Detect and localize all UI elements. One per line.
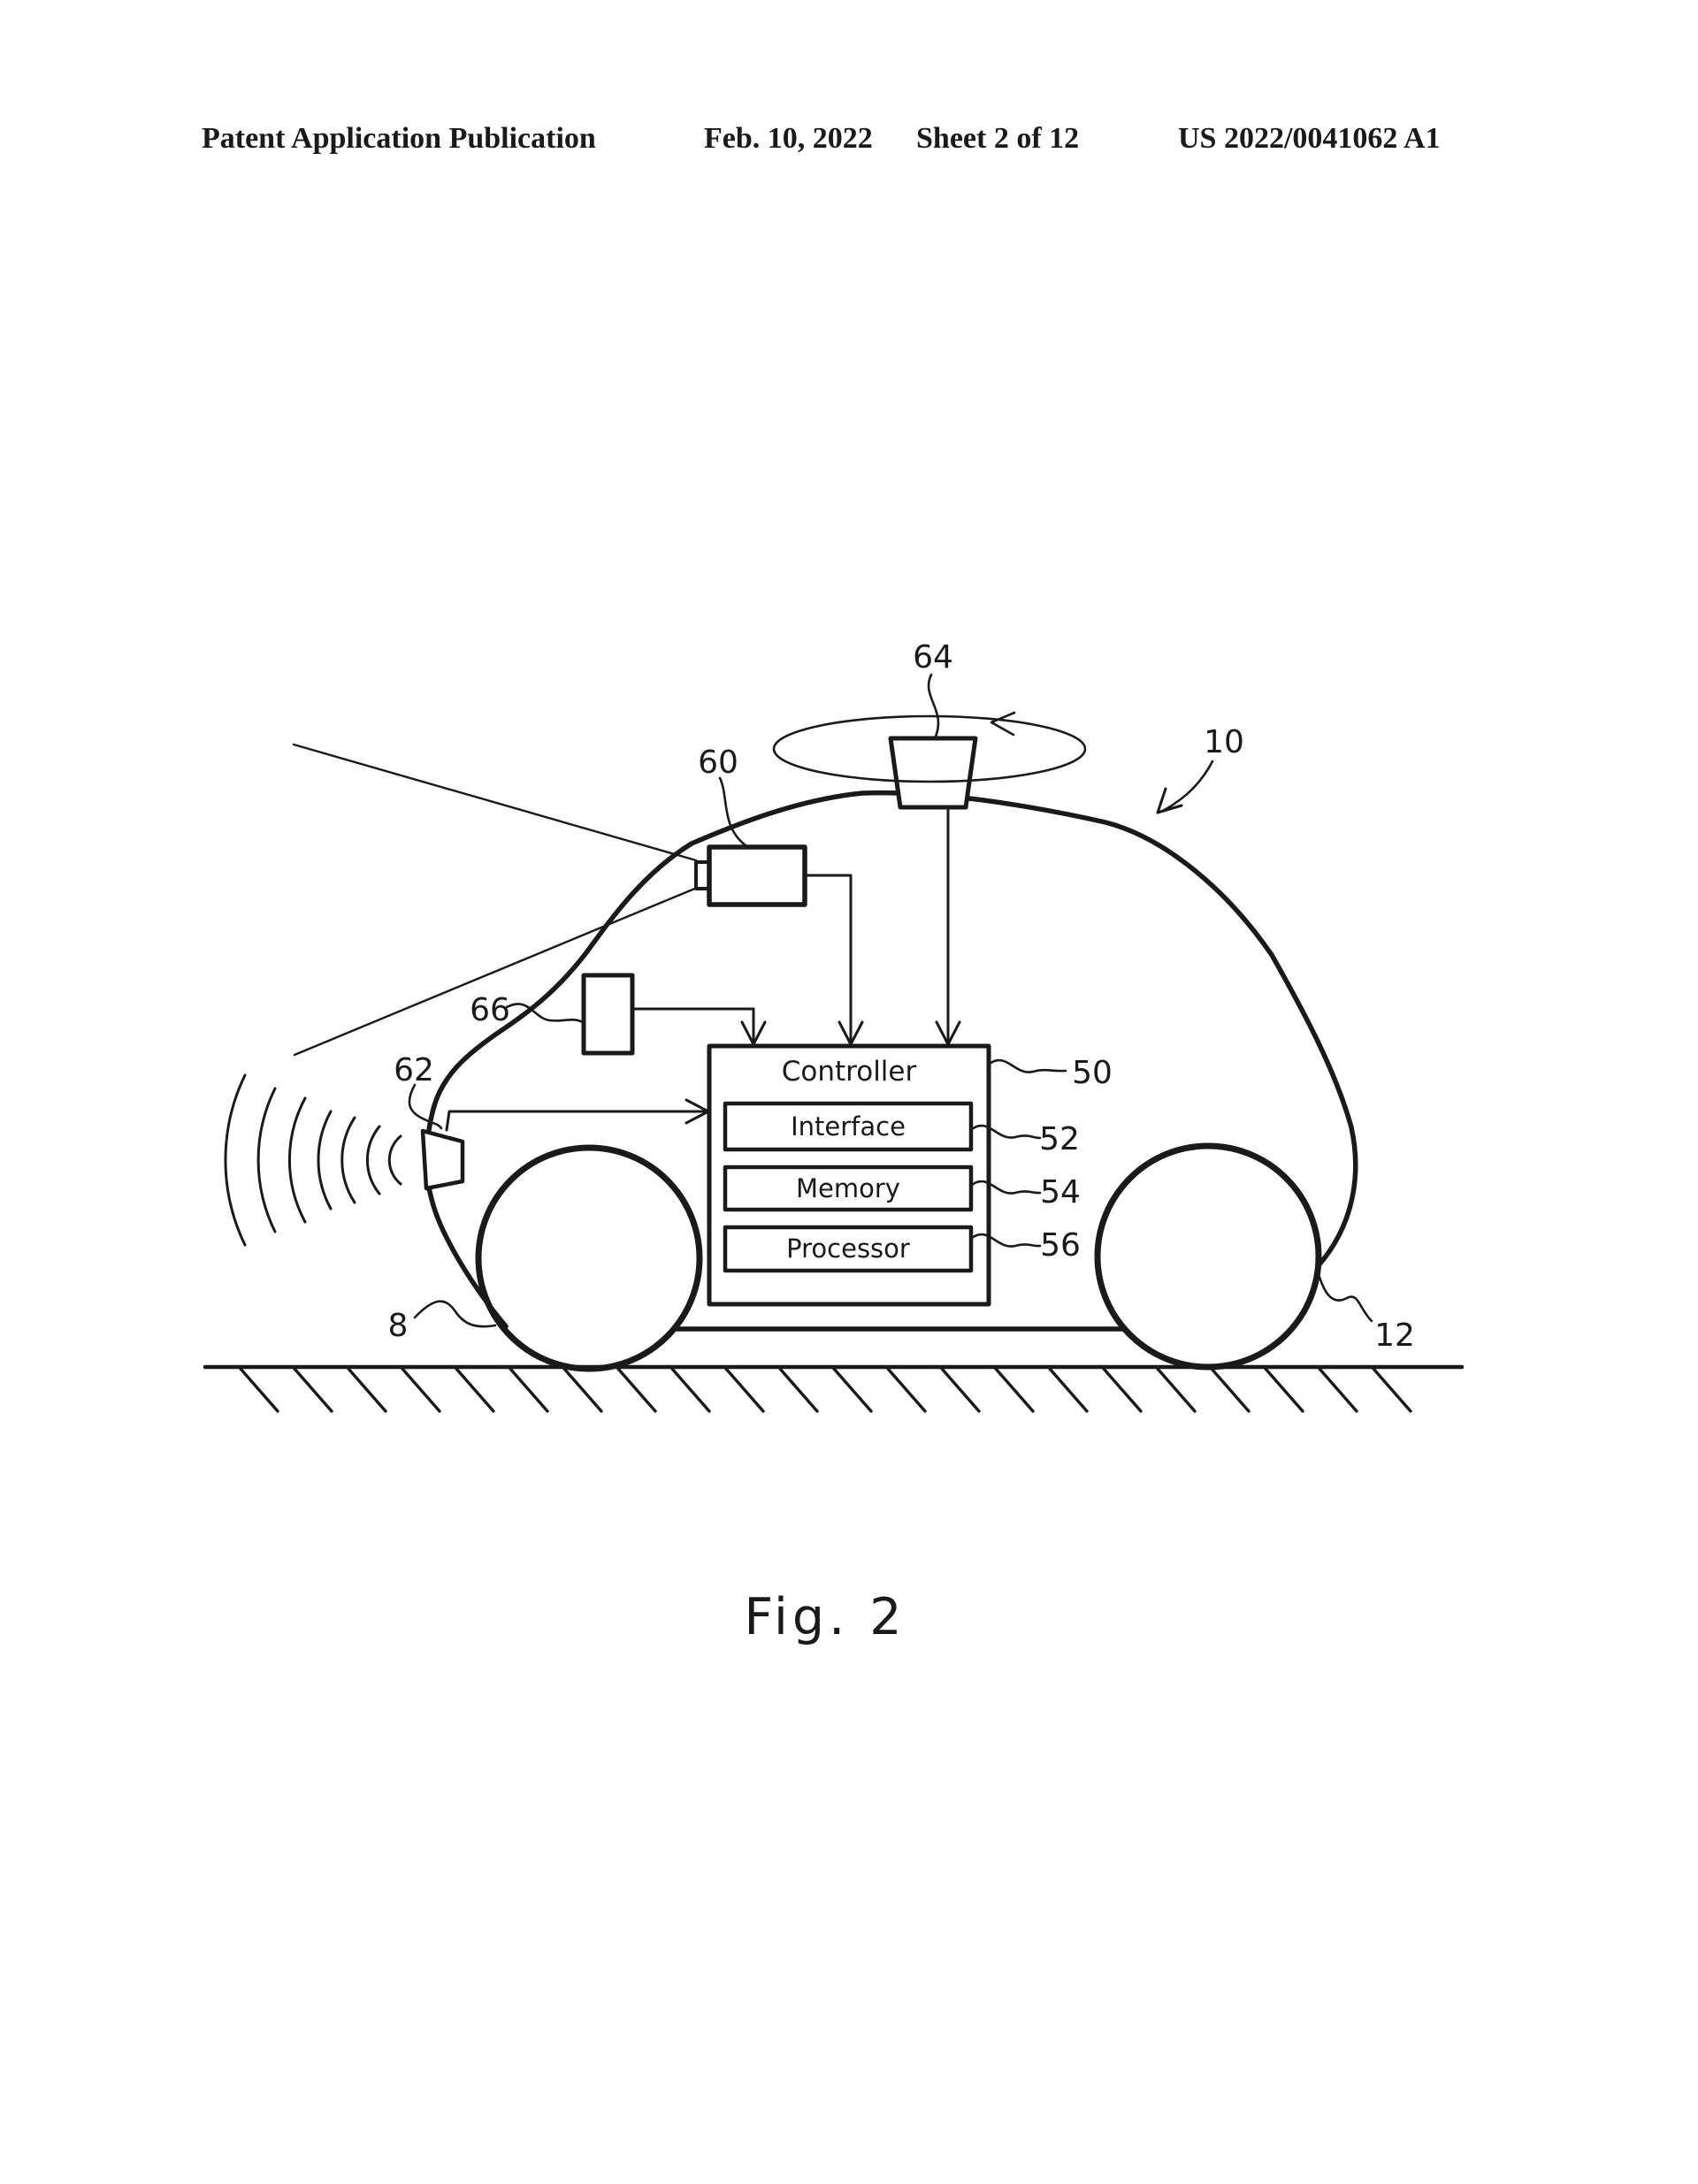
leader-62 xyxy=(408,1083,443,1130)
ground xyxy=(203,1364,1465,1413)
interface-label: Interface xyxy=(791,1111,906,1142)
signal-lines xyxy=(445,806,961,1132)
controller-block: Controller Interface Memory Processor xyxy=(707,1043,991,1307)
label-camera: 60 xyxy=(698,745,738,781)
hatch-stroke xyxy=(1156,1367,1197,1413)
fov-lower-line xyxy=(293,886,699,1057)
hatch-stroke xyxy=(1210,1367,1251,1413)
sound-wave-arcs xyxy=(224,1073,402,1247)
leader-lines xyxy=(408,673,1373,1328)
header-date: Feb. 10, 2022 xyxy=(704,122,873,155)
hatch-stroke xyxy=(724,1367,765,1413)
rotation-ellipse xyxy=(772,714,1087,783)
vehicle-pointer-arrowhead-icon xyxy=(1156,787,1183,814)
ultrasonic-line xyxy=(445,1110,706,1132)
header-sheet: Sheet 2 of 12 xyxy=(916,122,1080,155)
label-memory: 54 xyxy=(1040,1174,1081,1210)
figure-caption: Fig. 2 xyxy=(744,1588,906,1646)
interface-box xyxy=(723,1101,974,1152)
memory-box xyxy=(723,1165,974,1212)
hatch-stroke xyxy=(455,1367,495,1413)
label-front-sensor: 62 xyxy=(394,1052,434,1088)
label-interface: 52 xyxy=(1039,1121,1080,1157)
hatch-stroke xyxy=(940,1367,981,1413)
hatch-stroke xyxy=(347,1367,387,1413)
hatch-stroke xyxy=(1048,1367,1089,1413)
lidar-icon xyxy=(772,711,1087,810)
hatch-stroke xyxy=(1318,1367,1358,1413)
hatch-stroke xyxy=(994,1367,1035,1413)
leader-54 xyxy=(970,1180,1042,1195)
leader-8 xyxy=(413,1300,497,1328)
vehicle-pointer-line xyxy=(1161,760,1214,813)
controller-title: Controller xyxy=(782,1056,917,1088)
hatch-stroke xyxy=(832,1367,873,1413)
label-vehicle: 10 xyxy=(1204,724,1244,760)
hatch-stroke xyxy=(778,1367,819,1413)
arrowhead-icon xyxy=(838,1020,864,1046)
lidar-housing xyxy=(888,736,978,810)
hatch-stroke xyxy=(562,1367,603,1413)
memory-label: Memory xyxy=(796,1173,900,1203)
leader-56 xyxy=(970,1233,1042,1248)
camera-icon xyxy=(694,844,807,907)
arrowhead-icon xyxy=(685,1098,710,1125)
leader-66 xyxy=(505,1003,585,1024)
interior-sensor-line xyxy=(631,1007,755,1043)
ground-hatching xyxy=(239,1367,1412,1413)
camera-line xyxy=(803,874,853,1043)
fov-upper-line xyxy=(292,743,698,862)
label-body-front: 8 xyxy=(388,1308,409,1344)
leader-50 xyxy=(988,1058,1067,1073)
leader-60 xyxy=(718,776,747,847)
label-processor: 56 xyxy=(1040,1227,1081,1264)
camera-fov-lines xyxy=(292,743,699,1057)
reference-numerals: 64 10 60 66 62 8 12 50 52 54 56 xyxy=(388,639,1415,1354)
hatch-stroke xyxy=(670,1367,711,1413)
header-publication: Patent Application Publication xyxy=(202,122,596,155)
hatch-stroke xyxy=(1372,1367,1412,1413)
ultrasonic-sensor-icon xyxy=(420,1128,465,1191)
leader-64 xyxy=(927,673,940,738)
hatch-stroke xyxy=(401,1367,441,1413)
label-roof-sensor: 64 xyxy=(913,639,953,676)
label-controller: 50 xyxy=(1072,1055,1113,1091)
processor-label: Processor xyxy=(786,1233,910,1264)
processor-box xyxy=(723,1225,974,1273)
arrowhead-icon xyxy=(740,1020,767,1046)
hatch-stroke xyxy=(239,1367,279,1413)
arrowhead-icon xyxy=(935,1020,961,1046)
vehicle-body-outline xyxy=(424,790,1358,1329)
camera-body xyxy=(707,844,807,907)
interior-sensor-icon xyxy=(581,973,635,1056)
leader-52 xyxy=(970,1124,1042,1140)
leader-12 xyxy=(1316,1270,1373,1323)
rotation-arrowhead-icon xyxy=(990,711,1016,737)
label-wheel: 12 xyxy=(1374,1317,1415,1354)
hatch-stroke xyxy=(886,1367,927,1413)
hatch-stroke xyxy=(1102,1367,1143,1413)
hatch-stroke xyxy=(509,1367,549,1413)
label-interior-sensor: 66 xyxy=(470,992,510,1028)
hatch-stroke xyxy=(293,1367,333,1413)
header-doc-number: US 2022/0041062 A1 xyxy=(1178,122,1441,155)
front-wheel xyxy=(475,1144,703,1372)
hatch-stroke xyxy=(1264,1367,1304,1413)
rear-wheel xyxy=(1094,1142,1322,1371)
hatch-stroke xyxy=(616,1367,657,1413)
